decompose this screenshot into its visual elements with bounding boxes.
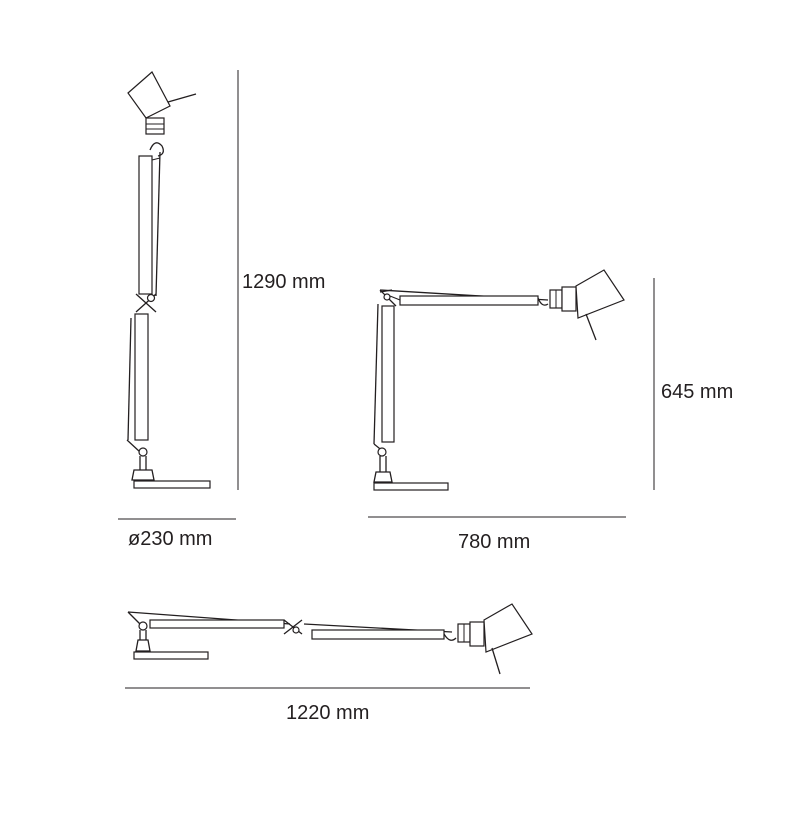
upright-base-joint <box>126 439 155 481</box>
extended-lamp-view <box>373 269 625 491</box>
full-base-joint <box>138 621 148 631</box>
upright-lower-arm <box>127 313 149 441</box>
height-extended-label: 645 mm <box>661 381 733 403</box>
extended-upper-arm <box>379 289 549 306</box>
extended-head-joint <box>537 297 549 306</box>
base-diameter-label: ø230 mm <box>128 528 212 550</box>
full-lamp-shade <box>483 603 533 653</box>
full-extension-lamp-view <box>127 603 533 675</box>
upright-middle-joint <box>135 293 157 313</box>
upright-lamp-base <box>133 480 211 489</box>
full-lamp-base <box>133 651 209 660</box>
extended-base-joint <box>373 443 393 483</box>
extended-lamp-base <box>373 482 449 491</box>
height-upright-label: 1290 mm <box>242 271 325 293</box>
upright-lamp-shade <box>127 71 197 135</box>
full-head-joint <box>443 633 457 641</box>
extended-lower-arm <box>373 303 395 445</box>
width-full-label: 1220 mm <box>286 702 369 724</box>
full-middle-joint <box>283 619 303 635</box>
extended-elbow-joint <box>379 289 397 307</box>
upright-upper-joint <box>149 142 164 157</box>
full-second-arm <box>303 623 453 640</box>
extended-lamp-shade <box>575 269 625 319</box>
full-first-arm <box>127 611 291 629</box>
width-extended-label: 780 mm <box>458 531 530 553</box>
upright-upper-arm <box>138 151 161 297</box>
upright-lamp-view <box>126 71 211 489</box>
